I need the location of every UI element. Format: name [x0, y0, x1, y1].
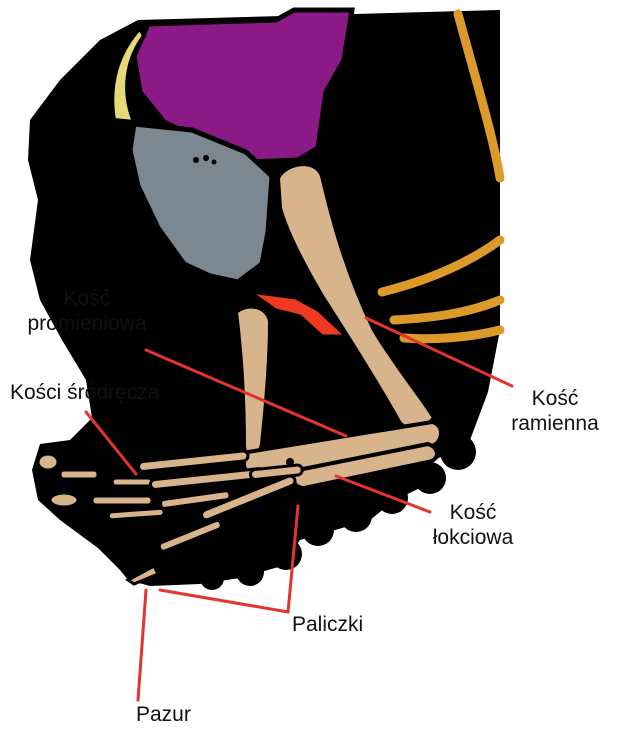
phalanges-leader-a	[160, 590, 288, 612]
ulna-label-line1: Kość	[418, 500, 528, 525]
humerus-label-line2: ramienna	[500, 411, 610, 436]
metacarpals-label: Kości śródręcza	[10, 380, 159, 405]
radius-label-line1: Kość	[12, 286, 162, 311]
ulna-label: Kość łokciowa	[418, 500, 528, 550]
claw-label: Pazur	[136, 702, 191, 727]
ulna-label-line2: łokciowa	[418, 525, 528, 550]
humerus-label: Kość ramienna	[500, 386, 610, 436]
claw-leader	[138, 590, 146, 700]
radius-label: Kość promieniowa	[12, 286, 162, 336]
radius-label-line2: promieniowa	[12, 311, 162, 336]
humerus-label-line1: Kość	[500, 386, 610, 411]
phalanges-label: Paliczki	[292, 612, 363, 637]
